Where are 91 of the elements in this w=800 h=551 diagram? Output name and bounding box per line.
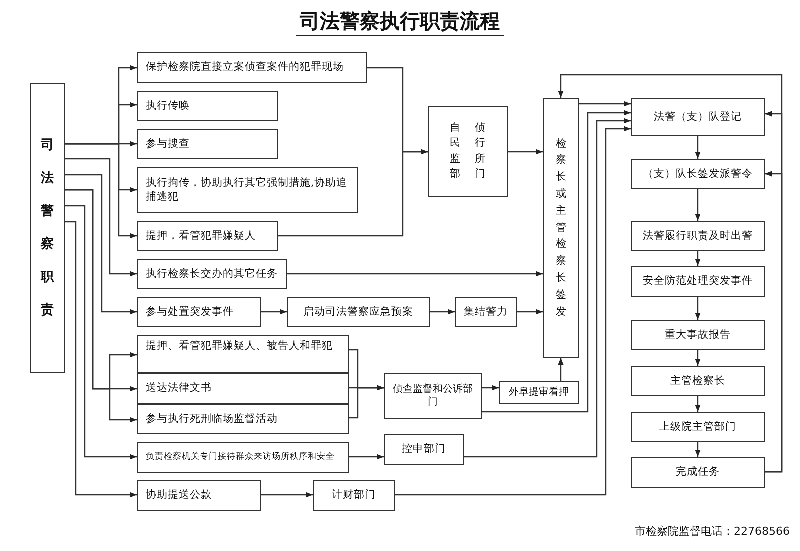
box-label: 外阜提审看押: [509, 386, 569, 400]
arrow: [482, 385, 499, 391]
process-box: [499, 381, 579, 404]
box-label: （支）队长签发派警令: [643, 166, 753, 182]
arrow: [695, 396, 701, 412]
arrow: [65, 158, 137, 277]
process-box: [455, 297, 517, 327]
arrow: [695, 442, 701, 457]
process-box: [631, 266, 765, 297]
arrow: [65, 221, 137, 498]
process-box: [384, 434, 464, 465]
process-box: [137, 221, 278, 251]
box-label: 法警（支）队登记: [654, 110, 742, 124]
process-box: [137, 297, 261, 327]
arrow: [695, 189, 701, 221]
box-label: 协助提送公款: [146, 488, 212, 503]
box-label: 参与搜查: [146, 136, 190, 152]
box-label: 法警履行职责及时出警: [643, 228, 753, 244]
box-label: 司法警察职责: [41, 136, 54, 320]
box-label: 检察长或主管检察长签发: [556, 136, 566, 320]
box-label: 重大事故报告: [665, 328, 731, 342]
arrow: [261, 309, 287, 315]
box-label: 执行检察长交办的其它任务: [146, 266, 278, 282]
box-label: 参与处置突发事件: [146, 304, 234, 320]
arrow: [695, 136, 701, 159]
process-box: [384, 373, 482, 419]
box-label: 执行传唤: [146, 98, 190, 114]
box-label: 主管检察长: [670, 374, 726, 388]
box-label: 上级院主管部门: [660, 420, 736, 434]
arrow: [287, 271, 543, 277]
arrow: [579, 101, 631, 107]
arrow: [695, 251, 701, 266]
process-box: [137, 404, 349, 434]
process-box: [631, 457, 765, 488]
arrow: [349, 385, 384, 419]
process-box: [137, 167, 358, 213]
arrow: [695, 297, 701, 320]
box-label: 自侦: [450, 121, 500, 136]
process-box: [30, 83, 65, 373]
process-box: [137, 335, 349, 373]
arrow: [261, 492, 313, 498]
process-box: [137, 52, 367, 83]
box-label: 负责检察机关专门接待群众来访场所秩序和安全: [146, 452, 335, 464]
arrow: [395, 126, 631, 496]
box-label: 保护检察院直接立案侦查案件的犯罪现场: [146, 60, 344, 75]
arrow: [695, 350, 701, 366]
arrow: [508, 149, 543, 155]
box-label: 提押，看管犯罪嫌疑人: [146, 228, 256, 244]
process-box: [137, 91, 278, 121]
process-box: [631, 366, 765, 396]
box-label: 执行拘传，协助执行其它强制措施,协助追捕逃犯: [146, 176, 348, 204]
arrow: [65, 174, 137, 315]
process-box: [137, 442, 349, 473]
box-label: 送达法律文书: [146, 381, 212, 396]
process-box: [137, 259, 287, 289]
process-box: [137, 129, 278, 159]
arrow: [65, 143, 137, 239]
process-box: [631, 320, 765, 350]
box-label: 监所: [450, 152, 500, 166]
process-box: [631, 412, 765, 442]
process-box: [631, 221, 765, 251]
process-box: [631, 98, 765, 136]
title: 司法警察执行职责流程: [0, 8, 800, 35]
box-label: 完成任务: [676, 465, 720, 480]
arrow: [765, 171, 783, 473]
process-box: [428, 106, 508, 197]
process-box: [543, 98, 579, 358]
arrow: [65, 205, 137, 460]
process-box: [631, 159, 765, 189]
box-label: 民行: [450, 136, 500, 152]
box-label: 控申部门: [402, 442, 446, 457]
box-label: 部门: [450, 166, 500, 182]
box-label: 启动司法警察应急预案: [304, 304, 414, 320]
box-label: 计财部门: [332, 488, 376, 503]
box-label: 侦查监督和公诉部门: [392, 382, 474, 410]
box-label: 安全防范处理突发事件: [643, 274, 753, 289]
arrow: [430, 309, 455, 315]
process-box: [137, 373, 349, 404]
process-box: [137, 480, 261, 511]
process-box: [287, 297, 430, 327]
arrow: [278, 149, 428, 237]
arrow: [464, 118, 631, 458]
arrow: [349, 454, 384, 460]
box-label: 参与执行死刑临场监督活动: [146, 412, 278, 426]
box-label: 集结警力: [464, 304, 508, 320]
arrow: [517, 309, 543, 315]
arrow: [558, 358, 564, 381]
box-label: 提押、看管犯罪嫌疑人、被告人和罪犯: [146, 339, 334, 354]
process-box: [313, 480, 395, 511]
arrow: [482, 110, 631, 413]
footer-note: 市检察院监督电话：22768566: [635, 524, 790, 539]
